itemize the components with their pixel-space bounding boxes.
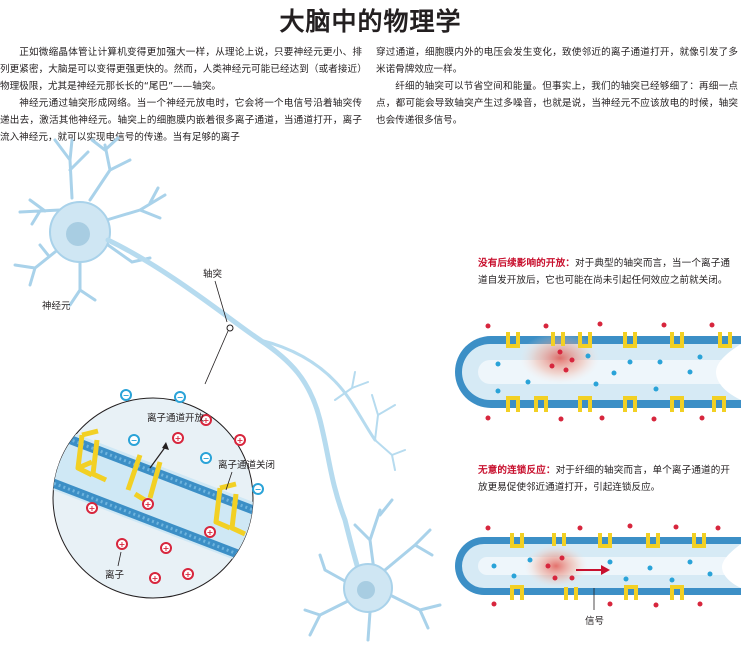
page-title: 大脑中的物理学 xyxy=(279,7,462,36)
article-column-2: 穿过通道，细胞膜内外的电压会发生变化，致使邻近的离子通道打开，就像引发了多米诺骨… xyxy=(376,44,738,129)
neuron-nucleus xyxy=(66,222,90,246)
svg-text:−: − xyxy=(203,454,210,463)
paragraph: 神经元通过轴突形成网络。当一个神经元放电时，它会将一个电信号沿着轴突传递出去，激… xyxy=(0,98,362,143)
magnifier: − − − − − + + + + + + + + + + 离子通道开放 离子通… xyxy=(52,389,275,599)
svg-text:+: + xyxy=(152,574,159,583)
caption-typical: 没有后续影响的开放：对于典型的轴突而言，当一个离子通道自发开放后，它也可能在尚未… xyxy=(478,255,730,289)
signal-arrow xyxy=(576,565,610,575)
ion-label: 离子 xyxy=(105,569,125,581)
channel-closed-label: 离子通道关闭 xyxy=(218,459,275,471)
caption-text: 对于典型的轴突而言，当一个离子通道自发开放后，它也可能在尚未引起任何效应之前就关… xyxy=(478,258,731,286)
caption-thin: 无意的连锁反应：对于纤细的轴突而言，单个离子通道的开放更易促使邻近通道打开，引起… xyxy=(478,462,730,496)
axon-label: 轴突 xyxy=(203,268,223,280)
paragraph: 穿过通道，细胞膜内外的电压会发生变化，致使邻近的离子通道打开，就像引发了多米诺骨… xyxy=(376,47,738,75)
svg-text:−: − xyxy=(123,391,130,400)
channel-closed xyxy=(75,428,108,483)
svg-text:+: + xyxy=(185,570,192,579)
paragraph: 纤细的轴突可以节省空间和能量。但事实上，我们的轴突已经够细了：再细一点点，都可能… xyxy=(376,81,738,126)
svg-text:+: + xyxy=(175,434,182,443)
caption-text: 对于纤细的轴突而言，单个离子通道的开放更易促使邻近通道打开，引起连锁反应。 xyxy=(478,465,731,493)
paragraph: 正如微缩晶体管让计算机变得更加强大一样，从理论上说，只要神经元更小、排列更紧密，… xyxy=(0,47,362,92)
caption-highlight: 无意的连锁反应： xyxy=(478,465,556,476)
svg-text:+: + xyxy=(145,500,152,509)
svg-text:−: − xyxy=(131,436,138,445)
svg-text:+: + xyxy=(163,544,170,553)
ions-negative: − − − − − xyxy=(120,389,264,495)
article-column-1: 正如微缩晶体管让计算机变得更加强大一样，从理论上说，只要神经元更小、排列更紧密，… xyxy=(0,44,362,146)
caption-highlight: 没有后续影响的开放： xyxy=(478,258,575,269)
svg-text:−: − xyxy=(255,485,262,494)
ions-positive: + + + + + + + + + + xyxy=(86,414,246,584)
axon-tube-thin: 信号 xyxy=(455,523,741,627)
axon xyxy=(105,237,363,578)
svg-text:−: − xyxy=(177,393,184,402)
signal-label: 信号 xyxy=(585,615,604,627)
svg-text:+: + xyxy=(203,416,210,425)
channel-open-label: 离子通道开放 xyxy=(147,412,205,424)
axon-tube-typical xyxy=(455,321,741,422)
zoom-point xyxy=(226,324,234,332)
channel-closed xyxy=(213,481,247,537)
neuron-bottom xyxy=(303,498,442,642)
neuron-label: 神经元 xyxy=(42,300,71,312)
svg-text:+: + xyxy=(207,528,214,537)
svg-text:+: + xyxy=(89,504,96,513)
svg-text:+: + xyxy=(119,540,126,549)
svg-text:+: + xyxy=(237,436,244,445)
